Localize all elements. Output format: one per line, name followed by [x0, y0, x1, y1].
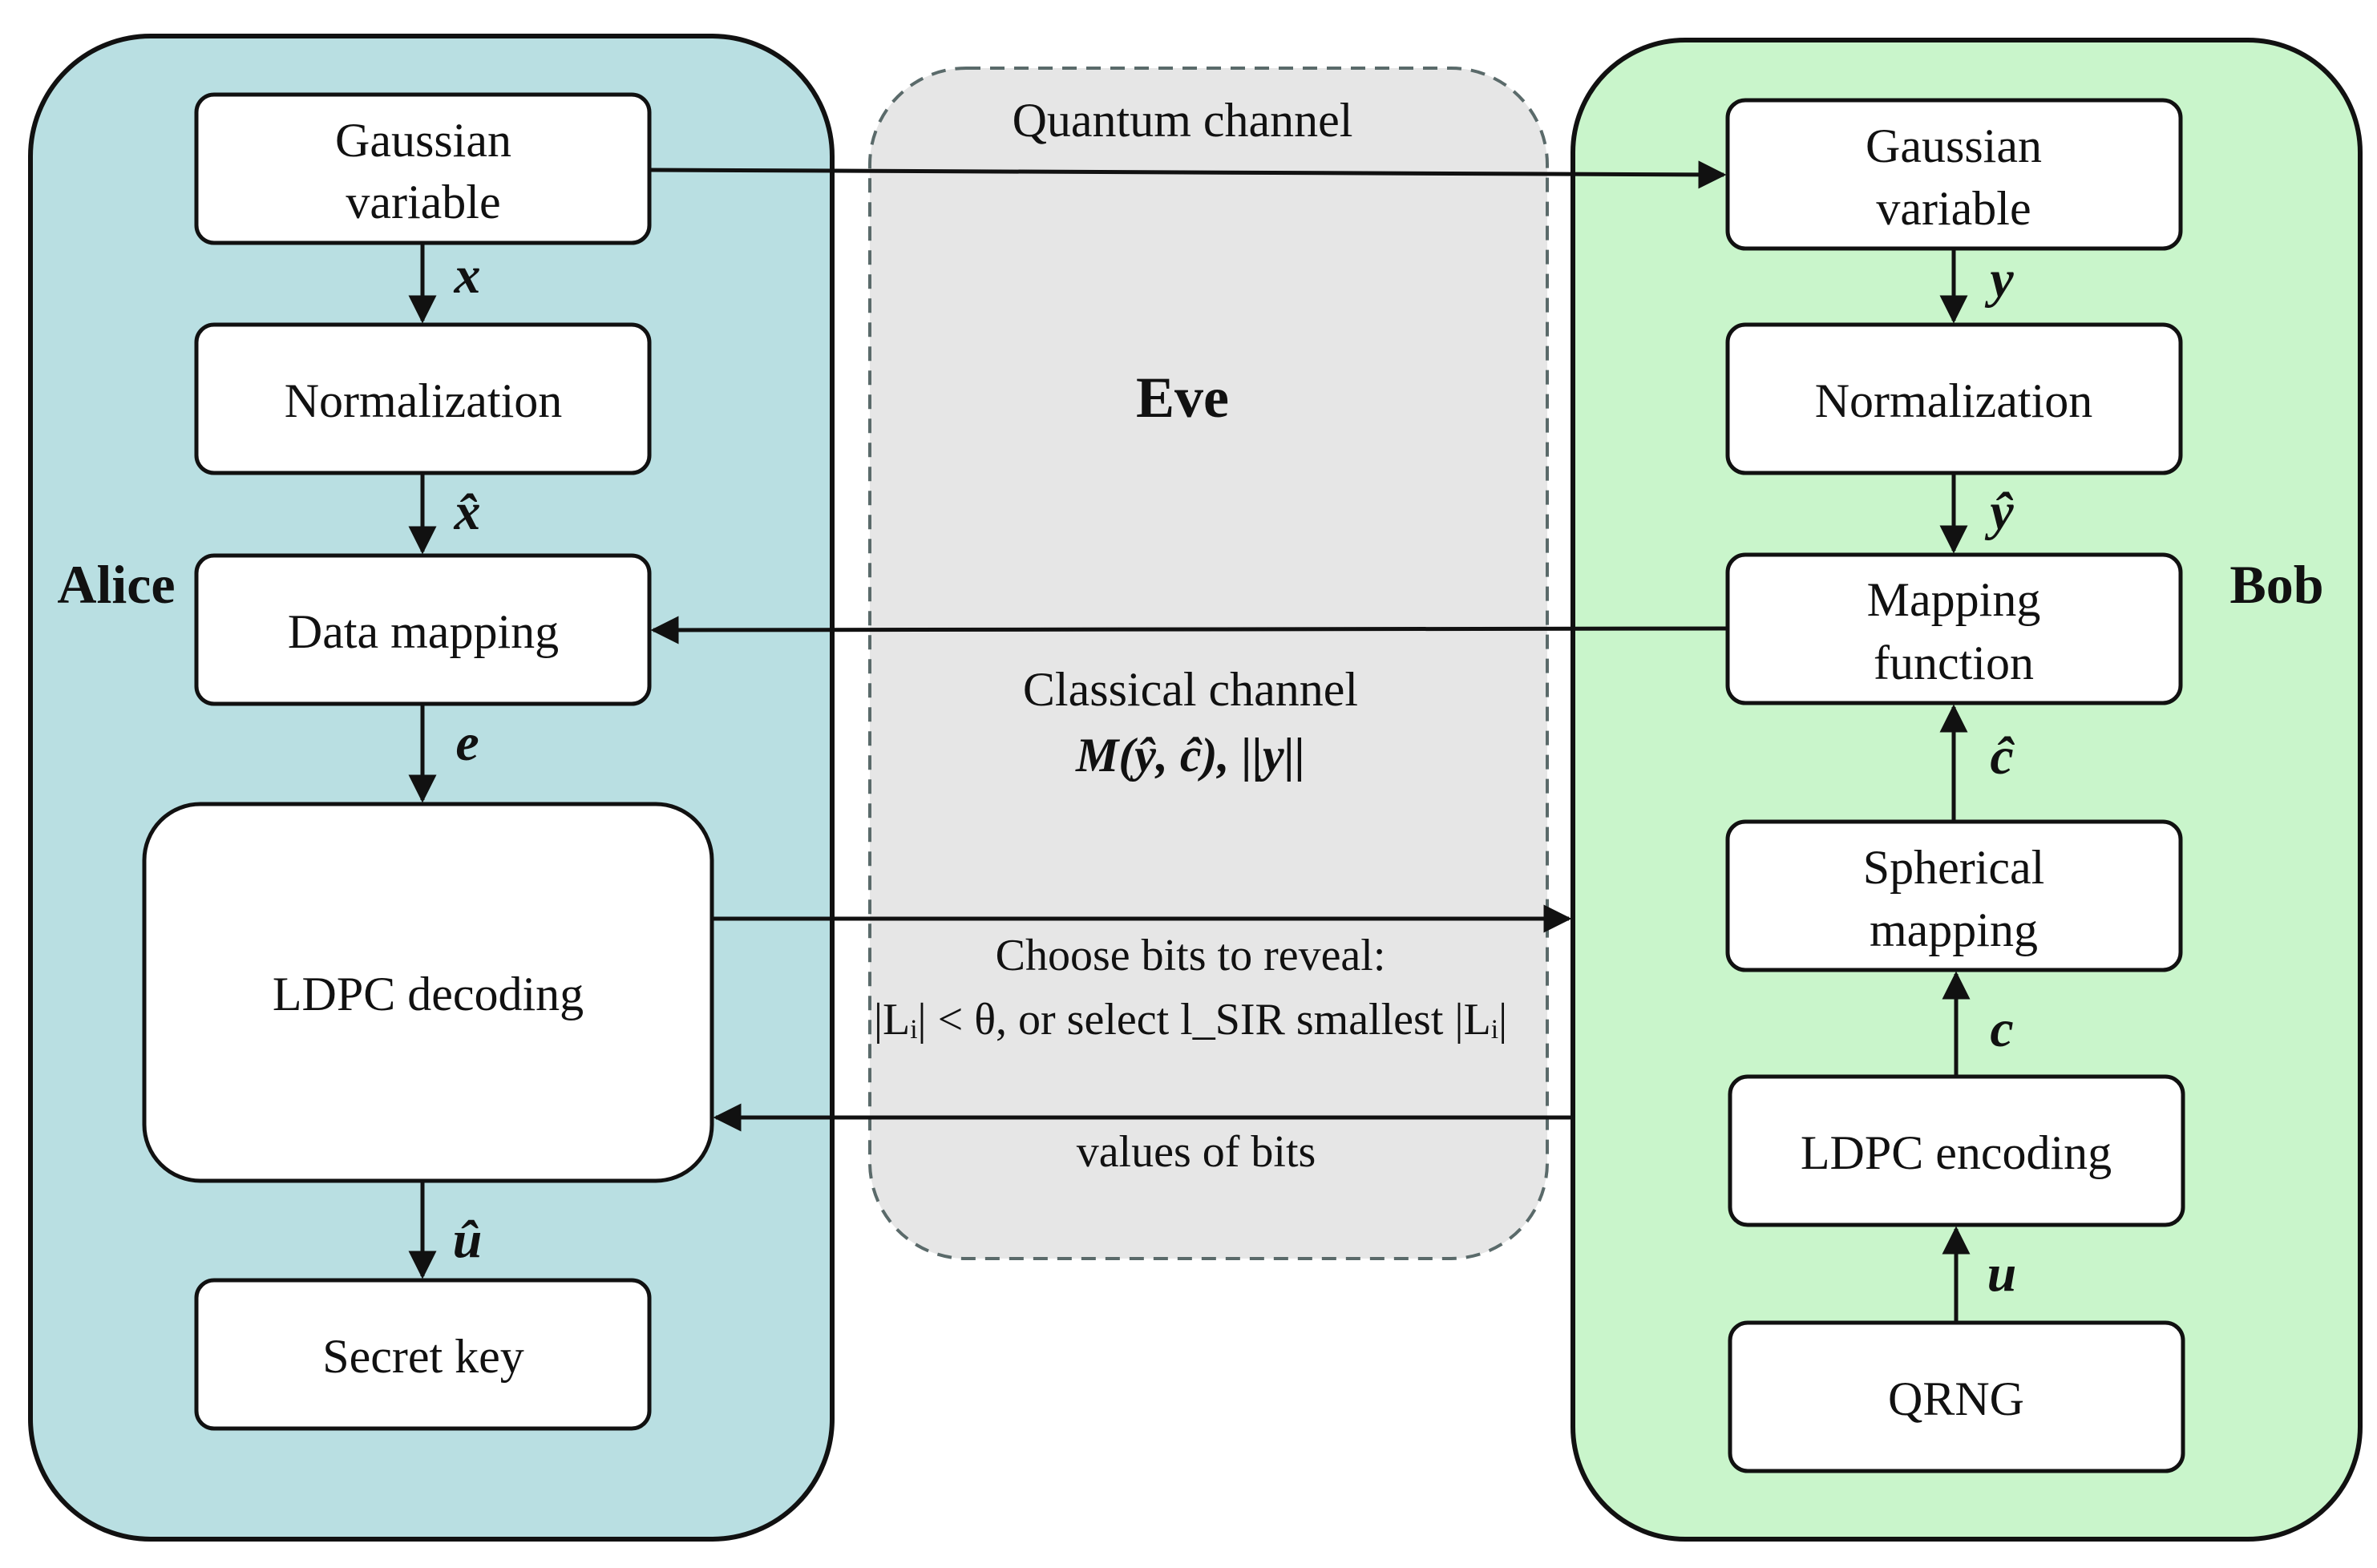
var-u-hat: û: [453, 1210, 483, 1269]
alice-secret-key-box: [194, 1278, 652, 1431]
var-c: c: [1990, 1000, 2013, 1058]
var-y: y: [1984, 250, 2014, 309]
alice-gaussian-line1: Gaussian: [335, 114, 511, 167]
alice-secret-key-label: Secret key: [322, 1330, 524, 1383]
var-e: e: [455, 713, 479, 772]
var-x: x: [454, 246, 481, 305]
eve-label: Eve: [1136, 366, 1229, 430]
quantum-channel-label: Quantum channel: [1013, 94, 1353, 147]
bob-qrng-label: QRNG: [1888, 1372, 2024, 1425]
var-u: u: [1987, 1244, 2017, 1303]
quantum-channel-arrow: [649, 160, 1727, 189]
values-of-bits-label: values of bits: [1077, 1127, 1316, 1177]
var-c-hat: ĉ: [1990, 727, 2015, 786]
var-x-hat: x̂: [454, 483, 481, 541]
bob-spherical-line1: Spherical: [1863, 841, 2045, 894]
classical-channel-formula: M(ŷ, ĉ), ||y||: [1075, 729, 1305, 782]
classical-channel-label: Classical channel: [1023, 663, 1358, 716]
alice-gaussian-line2: variable: [346, 176, 500, 228]
bob-gaussian-line1: Gaussian: [1866, 119, 2042, 172]
bob-ldpc-encoding-label: LDPC encoding: [1801, 1126, 2112, 1179]
alice-normalization-label: Normalization: [285, 374, 563, 427]
bob-mapping-line1: Mapping: [1867, 573, 2041, 626]
bob-label: Bob: [2229, 554, 2323, 615]
alice-label: Alice: [57, 554, 175, 615]
bob-mapping-line2: function: [1874, 636, 2034, 689]
alice-ldpc-decoding-label: LDPC decoding: [273, 968, 584, 1020]
alice-ldpc-decoding-box: [142, 802, 714, 1183]
choose-bits-line1: Choose bits to reveal:: [996, 931, 1386, 980]
eve-panel: [868, 67, 1549, 1260]
bob-spherical-line2: mapping: [1870, 903, 2038, 956]
bob-normalization-label: Normalization: [1815, 374, 2093, 427]
classical-channel-arrow: [650, 616, 1728, 645]
bob-panel: [1571, 38, 2363, 1542]
bob-gaussian-line2: variable: [1876, 182, 2031, 235]
alice-data-mapping-label: Data mapping: [288, 605, 559, 658]
choose-bits-line2: |Lᵢ| < θ, or select l_SIR smallest |Lᵢ|: [874, 995, 1507, 1045]
var-y-hat: ŷ: [1984, 483, 2014, 541]
